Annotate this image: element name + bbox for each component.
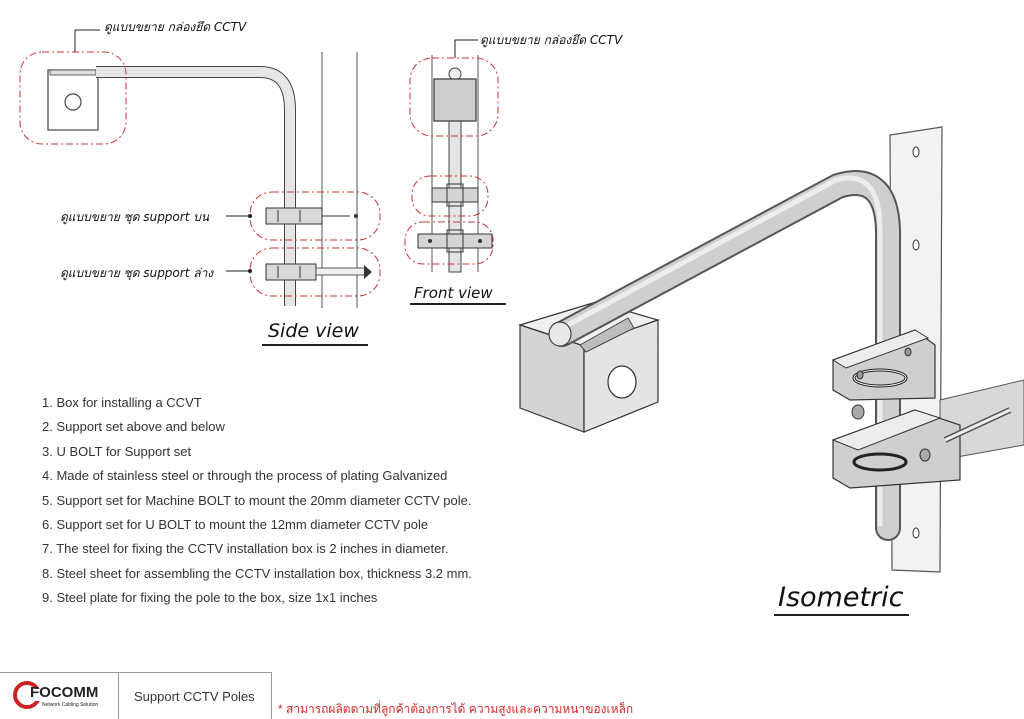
- side-box-hole: [64, 93, 82, 111]
- support-lower-detail-label: ดูแบบขยาย ชุด support ล่าง: [60, 266, 214, 280]
- side-box-detail-outline: [19, 51, 127, 145]
- isometric-view-title: Isometric: [778, 582, 904, 613]
- side-box-detail-label: ดูแบบขยาย กล่องยึด CCTV: [104, 20, 247, 34]
- front-box-detail-outline: [409, 57, 499, 137]
- front-support-lower: [417, 233, 493, 249]
- side-view-title: Side view: [268, 320, 359, 342]
- footer-top-border: [0, 672, 272, 673]
- note-item: 5. Support set for Machine BOLT to mount…: [42, 492, 472, 508]
- notes-list: 1. Box for installing a CCVT 2. Support …: [42, 393, 472, 613]
- note-item: 7. The steel for fixing the CCTV install…: [42, 541, 449, 557]
- logo-tagline: Network Cabling Solution: [42, 702, 99, 708]
- isometric-view-underline: [774, 614, 909, 616]
- front-support-lower-outline: [404, 221, 494, 265]
- footer-note: * สามารถผลิตตามที่ลูกค้าต้องการได้ ความส…: [278, 702, 634, 716]
- front-support-upper: [431, 187, 479, 203]
- note-item: 6. Support set for U BOLT to mount the 1…: [42, 516, 429, 532]
- footer-title: Support CCTV Poles: [134, 689, 255, 704]
- note-item: 3. U BOLT for Support set: [42, 443, 192, 459]
- front-view-title: Front view: [414, 284, 493, 302]
- front-box: [433, 78, 477, 122]
- note-item: 9. Steel plate for fixing the pole to th…: [42, 590, 378, 606]
- logo-mark-icon: [13, 681, 41, 709]
- note-item: 1. Box for installing a CCVT: [42, 395, 202, 410]
- footer-right-border: [271, 672, 272, 719]
- footer-divider: [118, 672, 119, 719]
- front-box-detail-label: ดูแบบขยาย กล่องยึด CCTV: [480, 33, 623, 47]
- note-item: 2. Support set above and below: [42, 419, 225, 435]
- iso-box-hole: [607, 365, 637, 399]
- front-support-upper-outline: [411, 175, 489, 217]
- note-item: 8. Steel sheet for assembling the CCTV i…: [42, 565, 472, 581]
- front-view-underline: [410, 303, 506, 305]
- side-view-underline: [262, 344, 368, 346]
- logo-name: FOCOMM: [30, 684, 99, 701]
- support-upper-detail-label: ดูแบบขยาย ชุด support บน: [60, 210, 210, 224]
- note-item: 4. Made of stainless steel or through th…: [42, 468, 448, 484]
